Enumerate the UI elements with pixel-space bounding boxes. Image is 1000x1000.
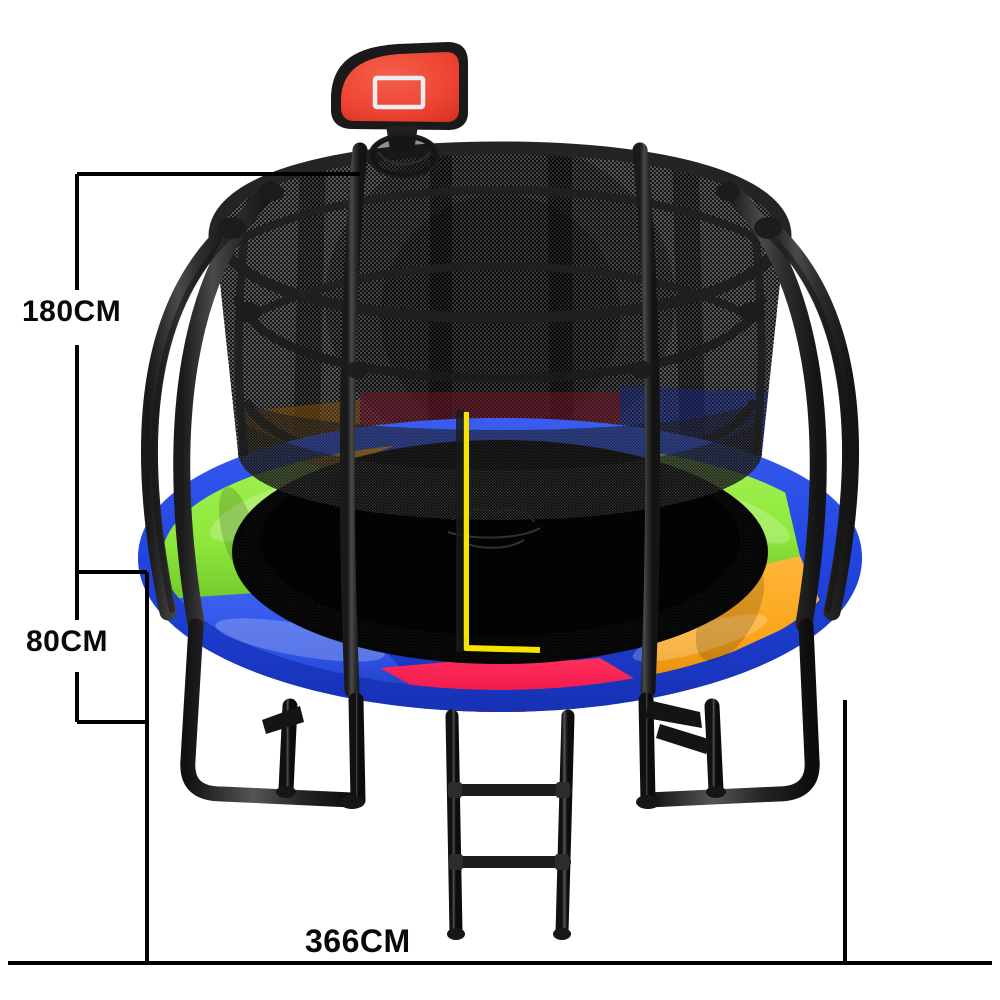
enclosure-poles-inner (339, 142, 661, 698)
dimension-label-height: 180CM (22, 295, 122, 328)
net-zipper (456, 410, 541, 653)
basketball-hoop-icon (331, 42, 468, 179)
dimension-label-depth: 80CM (26, 625, 109, 658)
pole-joints (218, 183, 782, 379)
dimension-lines (8, 172, 992, 965)
pad-straps (262, 700, 712, 754)
leg-foot-caps (276, 786, 726, 809)
ladder-icon (445, 709, 575, 940)
net-front-panel (238, 400, 762, 520)
dimension-label-width: 366CM (305, 923, 411, 959)
